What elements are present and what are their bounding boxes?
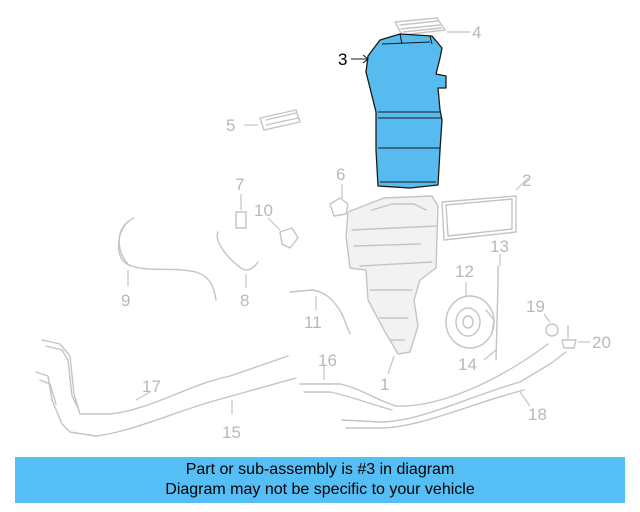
callout-2: 2 (522, 171, 531, 190)
part-5-vent (244, 109, 301, 131)
part-14-clip (483, 349, 497, 361)
callout-11: 11 (304, 313, 322, 332)
part-4-grille (394, 17, 470, 36)
callout-18: 18 (528, 405, 547, 424)
callout-5: 5 (226, 116, 235, 135)
banner-line-1: Part or sub-assembly is #3 in diagram (185, 461, 455, 478)
callout-10: 10 (254, 201, 273, 220)
part-11-hose (289, 289, 351, 335)
part-8-hose (216, 231, 259, 288)
part-10-sensor (267, 217, 299, 249)
info-banner: Part or sub-assembly is #3 in diagram Di… (15, 457, 625, 503)
parts-diagram: 4 3 5 2 6 1 7 10 (35, 17, 611, 442)
callout-8: 8 (240, 291, 249, 310)
callout-3: 3 (338, 50, 347, 69)
callout-14: 14 (458, 355, 477, 374)
banner-line-2: Diagram may not be specific to your vehi… (165, 481, 475, 498)
callout-6: 6 (336, 165, 345, 184)
part-18-line (341, 351, 567, 429)
part-9-hose (117, 217, 217, 301)
callout-7: 7 (235, 175, 244, 194)
part-1-heater-box (345, 195, 439, 375)
part-7-bolt (235, 194, 247, 229)
callout-9: 9 (121, 291, 130, 310)
part-15-line (35, 371, 297, 437)
part-17-line (41, 339, 289, 415)
callout-1: 1 (380, 375, 389, 394)
callout-4: 4 (472, 23, 481, 42)
part-13-rod (495, 254, 501, 361)
callout-19: 19 (526, 297, 545, 316)
callout-13: 13 (490, 237, 509, 256)
part-19-nut (543, 313, 559, 337)
part-16-line (299, 343, 549, 411)
part-6-bracket (329, 184, 349, 217)
callout-20: 20 (592, 333, 611, 352)
part-3-duct-highlighted[interactable] (365, 33, 447, 189)
callout-12: 12 (455, 262, 474, 281)
callout-3-arrow (351, 54, 369, 64)
callout-17: 17 (142, 377, 161, 396)
callout-15: 15 (222, 423, 241, 442)
part-20-bolt (561, 325, 590, 349)
callout-16: 16 (318, 351, 337, 370)
part-12-blower-motor (445, 282, 495, 349)
part-2-filter (441, 177, 529, 241)
